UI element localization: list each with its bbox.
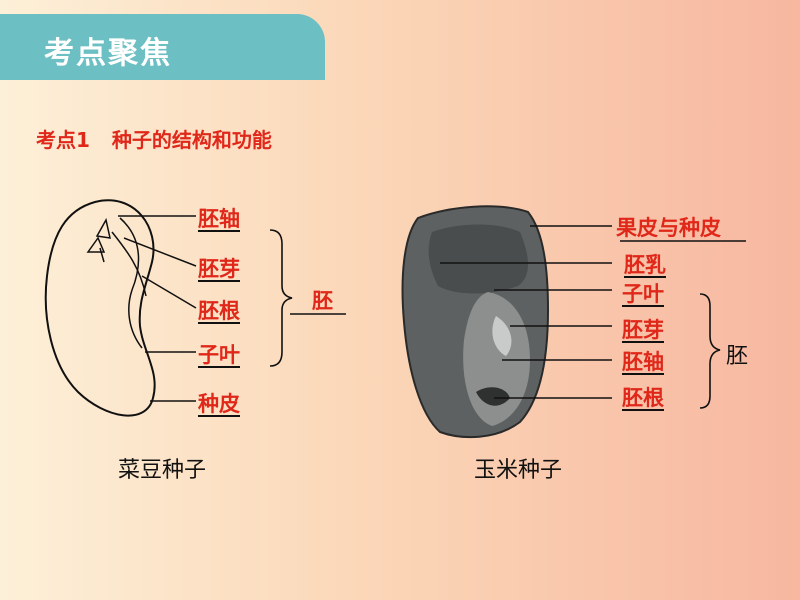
bean-label-seed-coat: 种皮: [198, 392, 240, 416]
bean-seed-outline: [44, 199, 156, 417]
bean-caption: 菜豆种子: [118, 458, 207, 483]
corn-leader-lines: [440, 225, 746, 399]
bean-label-plumule: 胚芽: [198, 257, 240, 281]
corn-radicle: [476, 387, 510, 406]
header-bar: [0, 14, 325, 80]
corn-label-cotyledon: 子叶: [622, 282, 664, 306]
bean-leader-lines: [118, 215, 346, 402]
page-title: 考点聚焦: [44, 36, 172, 71]
bean-embryo-brace: [269, 229, 293, 367]
section-title: 种子的结构和功能: [111, 128, 272, 152]
corn-label-pericarp-seed-coat: 果皮与种皮: [616, 216, 721, 240]
section-heading: 考点1 种子的结构和功能: [36, 124, 272, 153]
corn-caption: 玉米种子: [474, 458, 563, 483]
corn-label-hypocotyl: 胚轴: [622, 350, 664, 374]
corn-endosperm: [428, 224, 528, 294]
bean-label-radicle: 胚根: [198, 299, 240, 323]
corn-seed-diagram: [401, 205, 550, 439]
corn-label-plumule: 胚芽: [622, 318, 664, 342]
bean-label-cotyledon: 子叶: [198, 343, 240, 367]
bean-seed-diagram: [44, 199, 156, 417]
bean-label-hypocotyl: 胚轴: [198, 207, 240, 231]
corn-label-embryo: 胚: [726, 344, 749, 369]
corn-label-radicle: 胚根: [622, 386, 664, 410]
corn-embryo-brace: [699, 293, 721, 409]
corn-label-endosperm: 胚乳: [624, 253, 666, 277]
bean-cotyledon-line: [119, 217, 143, 349]
bean-label-embryo: 胚: [312, 289, 333, 313]
bean-radicle: [111, 231, 147, 297]
bean-plumule: [86, 217, 111, 263]
section-label: 考点1: [36, 128, 90, 152]
corn-plumule: [492, 316, 512, 356]
